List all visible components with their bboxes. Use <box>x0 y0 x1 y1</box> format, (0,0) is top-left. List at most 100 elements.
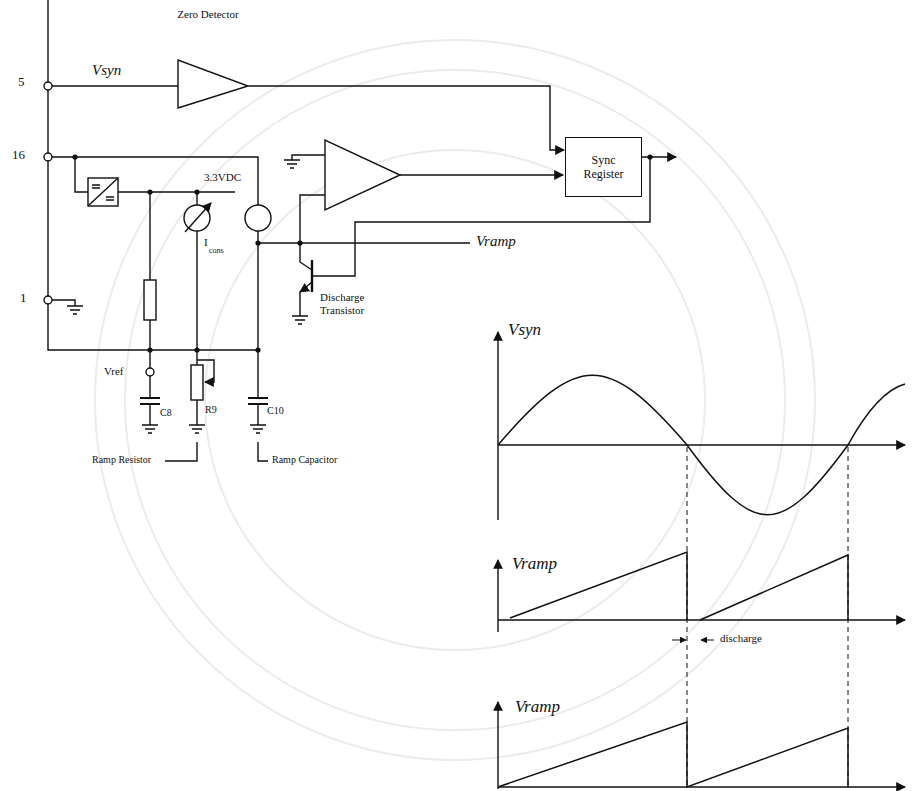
zero-detector-amp: Zero Detector <box>168 8 248 110</box>
component-symbol <box>300 288 306 292</box>
part-label: Ramp Capacitor <box>272 454 337 466</box>
junction-dot <box>297 240 302 245</box>
junction-dot <box>72 154 77 159</box>
discharge-arrow <box>672 640 714 641</box>
part-label: 16 <box>12 148 25 163</box>
component-symbol <box>44 82 52 90</box>
circuit-wire <box>400 174 563 175</box>
waveform-trace <box>498 375 905 515</box>
waveform-axis <box>497 702 498 789</box>
discharge-arrow <box>701 640 714 641</box>
discharge-arrow <box>672 640 686 641</box>
part-label: C10 <box>267 405 284 417</box>
signal-name: Vsyn <box>508 320 541 340</box>
timing-guide <box>687 447 848 786</box>
watermark-seal <box>125 70 785 730</box>
signal-name: Vramp <box>515 697 560 717</box>
circuit-wire <box>292 155 325 160</box>
signal-name: Vramp <box>512 554 557 574</box>
circuit-wire <box>257 231 258 350</box>
component-symbol <box>325 140 400 210</box>
component-symbol <box>205 381 214 382</box>
part-label: discharge <box>720 632 762 645</box>
ground-symbol <box>142 425 158 433</box>
ground-symbol <box>284 160 300 168</box>
amplifier-outline <box>168 8 248 110</box>
watermark-seal <box>95 40 815 760</box>
waveform-axis <box>497 332 498 520</box>
circuit-wire <box>75 157 88 192</box>
circuit-wire <box>257 350 258 398</box>
component-symbol <box>185 203 211 232</box>
circuit-wire <box>149 404 150 425</box>
circuit-wire <box>258 442 268 461</box>
circuit-wire <box>52 85 178 86</box>
part-label: C8 <box>160 407 172 419</box>
ground-symbol <box>67 160 308 433</box>
component-symbol <box>44 153 52 161</box>
node-heading: Zero Detector <box>158 8 258 20</box>
junction-dot <box>147 347 152 352</box>
part-label: Ramp Resistor <box>92 454 151 466</box>
waveform-axis <box>498 786 905 787</box>
component-symbol <box>245 205 271 231</box>
circuit-wire <box>149 376 150 398</box>
component-symbol <box>248 398 268 404</box>
part-label: Discharge Transistor <box>320 291 382 316</box>
ground-symbol <box>189 425 205 433</box>
part-label: 3.3VDC <box>204 171 241 184</box>
component-symbol <box>311 260 313 292</box>
circuit-wire <box>300 195 325 243</box>
circuit-wire <box>257 404 258 425</box>
waveform-trace <box>498 722 848 787</box>
junction-dot <box>147 189 152 194</box>
component-symbol <box>44 82 400 404</box>
part-label: Vref <box>104 365 124 378</box>
circuit-wire <box>196 231 197 350</box>
circuit-wire <box>640 156 676 157</box>
circuit-wire <box>52 300 75 306</box>
component-symbol <box>92 185 114 200</box>
watermark-seal <box>205 150 705 650</box>
signal-name: Vsyn <box>92 62 121 79</box>
timing-guide <box>848 447 849 786</box>
part-label: I <box>204 236 208 249</box>
ground-symbol <box>67 306 83 314</box>
junction-dot <box>255 240 260 245</box>
junction-dot <box>194 347 199 352</box>
signal-connector <box>248 86 564 150</box>
circuit-wire <box>149 320 150 350</box>
part-label: 1 <box>20 291 27 306</box>
node-label: Sync Register <box>572 153 635 182</box>
amplifier-outline <box>178 60 248 108</box>
circuit-wire <box>52 157 258 205</box>
circuit-wire <box>300 282 312 316</box>
waveform-trace <box>510 552 848 620</box>
component-symbol <box>44 296 52 304</box>
circuit-wire <box>149 192 150 280</box>
circuit-wire <box>165 442 197 461</box>
junction-dot <box>255 347 260 352</box>
signal-name: Vramp <box>476 233 516 250</box>
waveform-trace <box>498 375 905 787</box>
junction-dot <box>194 189 199 194</box>
part-label: 5 <box>18 75 25 90</box>
circuit-wire <box>118 191 235 192</box>
circuit-wire <box>48 0 676 461</box>
watermark-seal <box>95 40 815 760</box>
circuit-wire <box>149 350 150 368</box>
component-symbol <box>144 280 156 320</box>
component-symbol <box>88 178 118 206</box>
junction-dot <box>647 154 652 159</box>
waveform-axis <box>498 332 905 789</box>
ground-symbol <box>292 316 308 324</box>
circuit-wire <box>300 243 312 270</box>
circuit-wire <box>196 400 197 425</box>
waveform-axis <box>497 560 498 632</box>
component-symbol <box>140 398 160 404</box>
component-symbol <box>146 368 154 376</box>
register-box: Sync Register <box>565 137 642 197</box>
component-symbol <box>88 178 118 206</box>
